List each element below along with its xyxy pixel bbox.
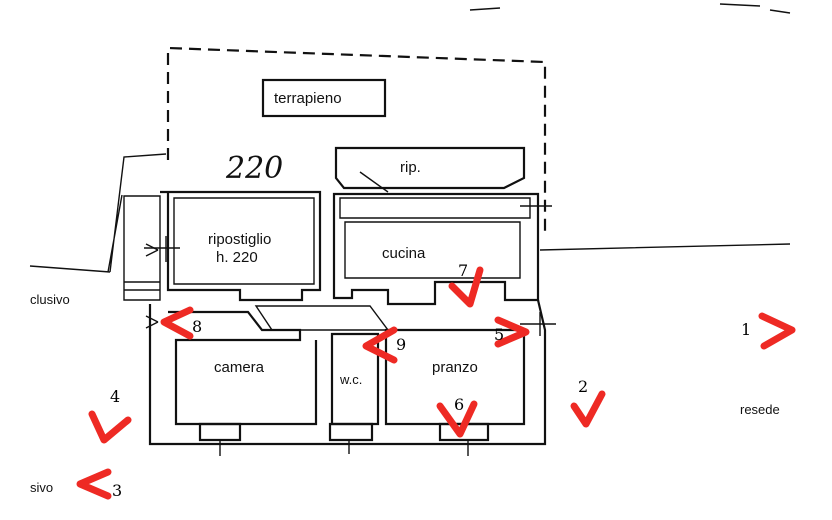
chevron-down-icon	[88, 410, 132, 444]
cucina-inner	[344, 221, 521, 279]
photo-marker-2: 2	[570, 377, 606, 428]
label-cucina: cucina	[382, 245, 426, 262]
cucina-walls	[332, 192, 540, 306]
rip-stair-line	[359, 171, 389, 193]
label-camera: camera	[214, 359, 265, 376]
ripostiglio-inner	[173, 197, 315, 285]
wc-walls	[330, 332, 380, 426]
label-sivo: sivo	[30, 480, 53, 495]
photo-number: 9	[396, 335, 406, 354]
terrapieno-box	[261, 78, 387, 118]
lower-outer-wall	[148, 299, 547, 446]
photo-number: 4	[110, 387, 120, 406]
photo-marker-6: 6	[436, 395, 478, 438]
photo-number: 3	[112, 481, 122, 500]
label-pranzo: pranzo	[432, 359, 478, 376]
rip-room-outline	[334, 146, 526, 190]
photo-marker-9: 9	[362, 326, 406, 364]
chevron-right-icon	[758, 312, 796, 350]
left-entrance	[123, 195, 161, 301]
chevron-down-icon	[436, 400, 478, 438]
window-ticks	[219, 440, 469, 456]
label-ripostiglio-height: h. 220	[216, 249, 258, 266]
chevron-left-icon	[76, 468, 112, 500]
camera-walls	[168, 310, 318, 426]
photo-number: 1	[741, 320, 751, 339]
photo-number: 6	[454, 395, 464, 414]
photo-marker-3: 3	[76, 468, 122, 500]
photo-marker-8: 8	[160, 306, 202, 340]
label-terrapieno: terrapieno	[274, 90, 342, 107]
chevron-left-icon	[160, 306, 194, 340]
photo-number: 8	[192, 317, 202, 336]
pranzo-walls	[384, 328, 526, 426]
windows	[198, 422, 490, 442]
photo-marker-7: 7	[448, 261, 484, 308]
chevron-down-icon	[448, 266, 484, 308]
label-ripostiglio: ripostiglio	[208, 231, 271, 248]
photo-number: 5	[494, 325, 504, 344]
height-note: 220	[225, 151, 283, 186]
scan-marks	[469, 3, 791, 14]
cross-marks	[144, 205, 556, 336]
terrapieno-boundary	[166, 46, 547, 235]
photo-number: 2	[578, 377, 588, 396]
corridor	[254, 305, 390, 331]
chevron-left-icon	[362, 326, 398, 364]
photo-marker-5: 5	[494, 316, 530, 348]
small-arrows	[145, 243, 159, 329]
label-rip: rip.	[400, 159, 421, 176]
photo-number: 7	[458, 261, 468, 280]
ripostiglio-walls	[160, 190, 322, 302]
site-lines	[29, 153, 791, 273]
cucina-upper-band	[339, 197, 531, 219]
photo-marker-4: 4	[88, 387, 132, 444]
photo-marker-1: 1	[741, 312, 796, 350]
label-wc: w.c.	[339, 372, 362, 387]
chevron-right-icon	[494, 316, 530, 348]
label-resede: resede	[740, 402, 780, 417]
label-clusivo: clusivo	[30, 292, 70, 307]
chevron-down-icon	[570, 390, 606, 428]
